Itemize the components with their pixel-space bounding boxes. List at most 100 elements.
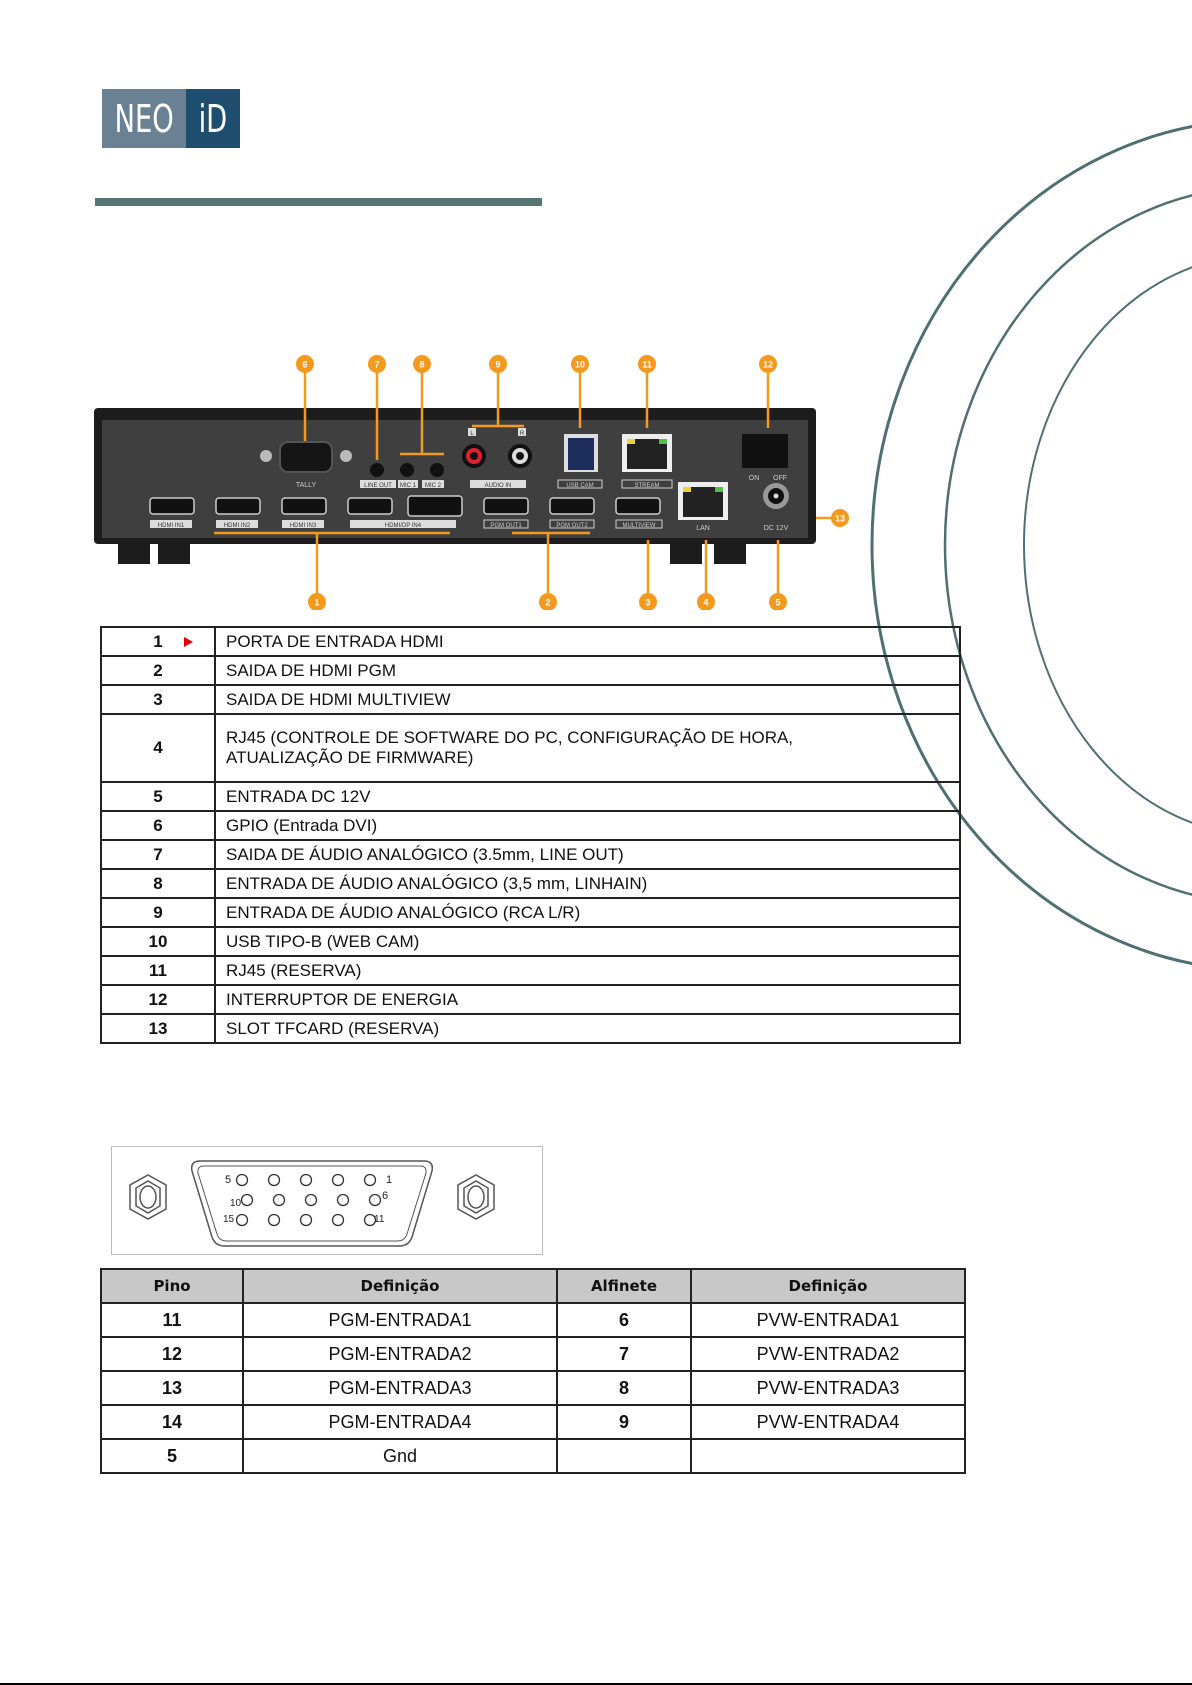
port-number-text: 5 (153, 786, 163, 806)
port-number-text: 2 (153, 660, 163, 680)
callout-badge-8: 8 (413, 355, 431, 373)
pgm-out1-label: PGM OUT1 (490, 523, 522, 529)
port-number-text: 6 (153, 815, 163, 835)
vga-pin (363, 1173, 377, 1187)
pin-10-label: 10 (230, 1198, 242, 1209)
port-number: 4 (100, 713, 216, 783)
port-description-text: RJ45 (RESERVA) (226, 960, 362, 980)
callout-number: 2 (545, 598, 550, 608)
callout-number: 9 (495, 360, 500, 370)
port-number: 6 (100, 810, 216, 841)
port-number-text: 10 (148, 931, 168, 951)
col-header-definicao: Definição (242, 1268, 558, 1304)
pin-definition: PGM-ENTRADA3 (242, 1370, 558, 1406)
arc-inner (1023, 266, 1192, 824)
vga-pin (299, 1213, 313, 1227)
port-number-text: 9 (153, 902, 163, 922)
port-number-text: 11 (149, 960, 167, 980)
col-header-pino: Pino (100, 1268, 244, 1304)
pin-definition: Gnd (242, 1438, 558, 1474)
multiview-label: MULTIVIEW (623, 523, 656, 529)
port-description-text-line2: ATUALIZAÇÃO DE FIRMWARE) (226, 748, 474, 767)
alt-pin-number: 9 (556, 1404, 692, 1440)
port-description: SLOT TFCARD (RESERVA) (214, 1013, 961, 1044)
table-row: 4 RJ45 (CONTROLE DE SOFTWARE DO PC, CONFI… (100, 713, 961, 783)
vga-pin (304, 1193, 318, 1207)
port-description-text: SAIDA DE ÁUDIO ANALÓGICO (3.5mm, LINE OU… (226, 844, 624, 864)
alt-pin-number: 8 (556, 1370, 692, 1406)
audio-l-label: L (470, 431, 474, 437)
pgm-out2-label: PGM OUT2 (556, 523, 588, 529)
callout-badge-1: 1 (308, 593, 326, 610)
port-number-text: 8 (153, 873, 163, 893)
port-description: ENTRADA DC 12V (214, 781, 961, 812)
pin-number: 12 (100, 1336, 244, 1372)
audio-r-label: R (520, 431, 525, 437)
callout-number: 5 (775, 598, 780, 608)
pin-number: 14 (100, 1404, 244, 1440)
port-number: 5 (100, 781, 216, 812)
vga-pin (331, 1173, 345, 1187)
vga-pin (272, 1193, 286, 1207)
vga-pin (267, 1173, 281, 1187)
port-number: 9 (100, 897, 216, 928)
col-header-definicao-2: Definição (690, 1268, 966, 1304)
port-description: INTERRUPTOR DE ENERGIA (214, 984, 961, 1015)
pin-definition: PGM-ENTRADA4 (242, 1404, 558, 1440)
alt-pin-number: 6 (556, 1302, 692, 1338)
audio-in-label: AUDIO IN (485, 483, 512, 489)
alt-pin-definition (690, 1438, 966, 1474)
hdmi-in2-label: HDMI IN2 (224, 523, 251, 529)
port-description: ENTRADA DE ÁUDIO ANALÓGICO (RCA L/R) (214, 897, 961, 928)
alt-pin-number: 7 (556, 1336, 692, 1372)
port-description-text: PORTA DE ENTRADA HDMI (226, 631, 444, 651)
port-description-text: SAIDA DE HDMI PGM (226, 660, 397, 680)
line-out-label: LINE OUT (364, 483, 392, 489)
vga-pin (235, 1213, 249, 1227)
port-number-text: 12 (148, 989, 168, 1009)
vga-pin (240, 1193, 254, 1207)
alt-pin-definition: PVW-ENTRADA3 (690, 1370, 966, 1406)
logo-neo-text: NEO (114, 96, 174, 141)
port-number-text: 4 (153, 738, 163, 757)
table-row: 5 ENTRADA DC 12V (100, 781, 961, 812)
off-label: OFF (773, 475, 787, 482)
pin-number: 13 (100, 1370, 244, 1406)
port-description-text: ENTRADA DE ÁUDIO ANALÓGICO (RCA L/R) (226, 902, 581, 922)
port-number-text: 3 (153, 689, 163, 709)
port-description: SAIDA DE ÁUDIO ANALÓGICO (3.5mm, LINE OU… (214, 839, 961, 870)
callout-number: 8 (419, 360, 424, 370)
callout-badge-4: 4 (697, 593, 715, 610)
lan-label: LAN (696, 525, 710, 532)
callout-badge-2: 2 (539, 593, 557, 610)
port-description: USB TIPO-B (WEB CAM) (214, 926, 961, 957)
table-row: 10 USB TIPO-B (WEB CAM) (100, 926, 961, 957)
callout-badge-3: 3 (639, 593, 657, 610)
vga-pin (368, 1193, 382, 1207)
port-number-text: 7 (153, 844, 163, 864)
vga-pin (235, 1173, 249, 1187)
vga-shell (190, 1160, 434, 1247)
port-description-text: GPIO (Entrada DVI) (226, 815, 378, 835)
port-description-text: INTERRUPTOR DE ENERGIA (226, 989, 459, 1009)
port-description-text: SLOT TFCARD (RESERVA) (226, 1018, 440, 1038)
port-description: RJ45 (CONTROLE DE SOFTWARE DO PC, CONFIG… (214, 713, 961, 783)
pin-definition: PGM-ENTRADA1 (242, 1302, 558, 1338)
callout-number: 12 (763, 360, 773, 370)
port-description: PORTA DE ENTRADA HDMI (214, 626, 961, 657)
mic1-label: MIC 1 (400, 483, 417, 489)
callout-badge-6: 6 (296, 355, 314, 373)
stream-label: STREAM (634, 483, 659, 489)
hdmi-in1-label: HDMI IN1 (158, 523, 185, 529)
device-rear-panel: TALLY LINE OUT MIC 1 MIC 2 L R AUDIO IN … (94, 355, 849, 610)
callout-number: 1 (314, 598, 319, 608)
arc-outer (870, 125, 1192, 965)
port-description-text: RJ45 (CONTROLE DE SOFTWARE DO PC, CONFIG… (226, 728, 794, 747)
alt-pin-definition: PVW-ENTRADA4 (690, 1404, 966, 1440)
port-description: SAIDA DE HDMI PGM (214, 655, 961, 686)
